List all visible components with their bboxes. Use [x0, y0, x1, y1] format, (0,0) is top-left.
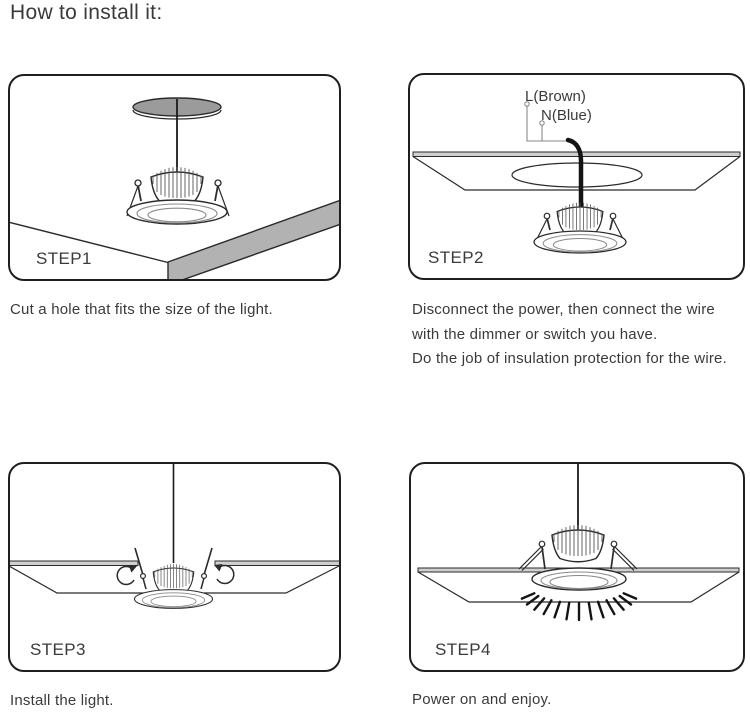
light-rays [520, 592, 638, 622]
downlight-fixture [531, 524, 627, 591]
step2-label: STEP2 [428, 248, 484, 267]
step1-caption: Cut a hole that fits the size of the lig… [10, 298, 273, 323]
step3-panel: STEP3 [8, 462, 341, 672]
neutral-wire-label: N(Blue) [541, 107, 592, 124]
step4-label: STEP4 [435, 640, 491, 659]
downlight-fixture [533, 201, 627, 254]
step3-caption: Install the light. [10, 689, 114, 714]
caption-line: Cut a hole that fits the size of the lig… [10, 301, 273, 318]
page-title: How to install it: [10, 1, 163, 24]
power-wire [565, 137, 584, 213]
step2-caption: Disconnect the power, then connect the w… [412, 298, 727, 372]
step3-label: STEP3 [30, 640, 86, 659]
downlight-fixture [133, 563, 214, 609]
spring-clips [518, 540, 638, 571]
rotation-arrows [116, 564, 235, 586]
caption-line: with the dimmer or switch you have. [412, 325, 658, 343]
caption-line: Install the light. [10, 692, 114, 709]
step1-illustration [10, 97, 339, 279]
caption-line: Disconnect the power, then connect the w… [412, 301, 715, 318]
step2-panel: L(Brown) N(Blue) STEP2 [408, 73, 745, 280]
downlight-fixture [126, 166, 230, 225]
ceiling-plank [10, 199, 339, 279]
step4-panel: STEP4 [409, 462, 745, 672]
wire-terminals [524, 101, 569, 142]
caption-line: Do the job of insulation protection for … [412, 350, 727, 367]
live-wire-label: L(Brown) [525, 88, 586, 105]
spring-clips [134, 547, 213, 576]
step2-illustration [412, 101, 741, 254]
ceiling-hole [511, 162, 643, 188]
step4-illustration [417, 464, 740, 622]
ceiling-panel [412, 151, 741, 191]
step3-illustration [10, 464, 339, 609]
step1-label: STEP1 [36, 249, 92, 268]
caption-line: Power on and enjoy. [412, 691, 552, 708]
step1-panel: STEP1 [8, 74, 341, 281]
step4-caption: Power on and enjoy. [412, 688, 551, 713]
